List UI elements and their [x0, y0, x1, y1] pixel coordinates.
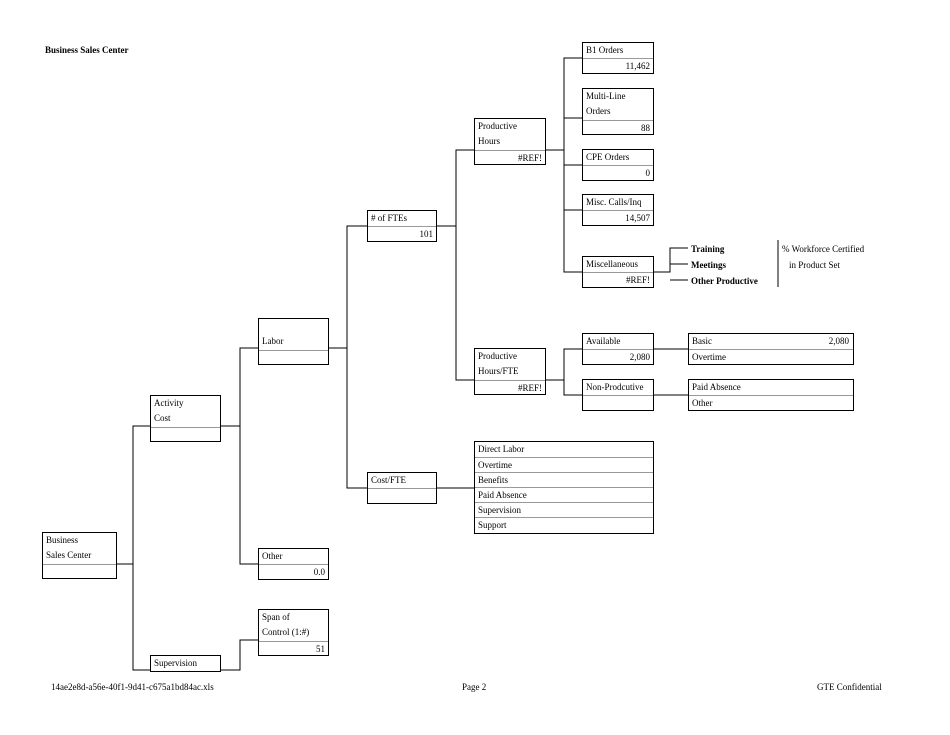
node-ftes[interactable]: # of FTEs 101 — [367, 210, 437, 242]
node-label: Miscellaneous — [586, 259, 638, 269]
node-label: Misc. Calls/Inq — [586, 197, 642, 207]
node-label: Hours/FTE — [478, 366, 519, 376]
node-value: 101 — [368, 226, 436, 241]
node-label: Supervision — [154, 658, 198, 668]
node-label: CPE Orders — [586, 152, 630, 162]
node-value: #REF! — [583, 272, 653, 287]
connector — [117, 425, 150, 565]
connector — [563, 380, 582, 396]
node-label: Other — [262, 551, 283, 561]
list-item: Support — [475, 517, 653, 532]
paid-absence-label: Paid Absence — [692, 382, 741, 392]
connector — [329, 225, 367, 349]
connector — [546, 348, 582, 381]
node-label: Productive — [478, 351, 517, 361]
node-supervision[interactable]: Supervision — [150, 655, 221, 672]
node-span-of-control[interactable]: Span of Control (1:#) 51 — [258, 609, 329, 656]
connector — [221, 347, 258, 427]
node-label: Labor — [262, 336, 284, 346]
cost-items-list: Direct Labor Overtime Benefits Paid Abse… — [474, 441, 654, 534]
list-item: Overtime — [475, 457, 653, 472]
node-value — [43, 564, 116, 579]
node-label: B1 Orders — [586, 45, 624, 55]
node-available[interactable]: Available 2,080 — [582, 333, 654, 365]
node-other[interactable]: Other 0.0 — [258, 548, 329, 580]
node-value — [259, 350, 328, 365]
basic-value: 2,080 — [828, 336, 849, 346]
node-basic-overtime[interactable]: Basic 2,080 Overtime — [688, 333, 854, 365]
node-value — [151, 427, 220, 442]
node-cpe-orders[interactable]: CPE Orders 0 — [582, 149, 654, 181]
footer-confidential: GTE Confidential — [817, 682, 882, 692]
node-multi-line-orders[interactable]: Multi-Line Orders 88 — [582, 88, 654, 135]
node-label: Cost/FTE — [371, 475, 407, 485]
connector — [221, 639, 258, 671]
node-label: Span of — [262, 612, 290, 622]
page-title: Business Sales Center — [45, 45, 129, 55]
node-label: Available — [586, 336, 621, 346]
node-cost-per-fte[interactable]: Cost/FTE — [367, 472, 437, 504]
note-line: % Workforce Certified — [782, 244, 865, 254]
node-label: Activity — [154, 398, 184, 408]
node-value: 14,507 — [583, 210, 653, 225]
node-productive-hours-per-fte[interactable]: Productive Hours/FTE #REF! — [474, 348, 546, 395]
breakdown-item-other-productive: Other Productive — [691, 276, 758, 286]
node-value: #REF! — [475, 150, 545, 165]
list-item: Direct Labor — [478, 444, 525, 454]
connector — [563, 58, 582, 273]
basic-label: Basic — [692, 336, 712, 346]
list-item: Supervision — [475, 502, 653, 517]
node-value — [368, 488, 436, 503]
node-miscellaneous[interactable]: Miscellaneous #REF! — [582, 256, 654, 288]
overtime-label: Overtime — [689, 349, 853, 364]
node-value: 2,080 — [583, 349, 653, 364]
node-business-sales-center[interactable]: Business Sales Center — [42, 532, 117, 579]
note-line: in Product Set — [789, 260, 840, 270]
node-label: Multi-Line — [586, 91, 626, 101]
np-other-label: Other — [689, 395, 853, 410]
connector — [654, 247, 688, 273]
node-label: # of FTEs — [371, 213, 407, 223]
node-label: Cost — [154, 413, 171, 423]
footer-page-number: Page 2 — [462, 682, 487, 692]
node-labor[interactable]: Labor — [258, 318, 329, 365]
node-value: 51 — [259, 641, 328, 656]
node-paid-absence-other[interactable]: Paid Absence Other — [688, 379, 854, 411]
breakdown-item-meetings: Meetings — [691, 260, 726, 270]
list-item: Paid Absence — [475, 487, 653, 502]
node-productive-hours[interactable]: Productive Hours #REF! — [474, 118, 546, 165]
connector — [239, 426, 258, 565]
node-value: 11,462 — [583, 58, 653, 73]
node-label: Non-Prodcutive — [586, 382, 644, 392]
node-value: 88 — [583, 120, 653, 135]
list-item: Benefits — [475, 472, 653, 487]
node-value: 0.0 — [259, 564, 328, 579]
node-value — [583, 395, 653, 410]
connector — [437, 149, 474, 227]
node-label: Sales Center — [46, 550, 92, 560]
connector — [455, 226, 474, 381]
misc-breakdown: Training Meetings Other Productive — [691, 241, 758, 289]
node-activity-cost[interactable]: Activity Cost — [150, 395, 221, 442]
connector — [346, 348, 367, 489]
connector — [132, 564, 150, 671]
node-b1-orders[interactable]: B1 Orders 11,462 — [582, 42, 654, 74]
node-non-productive[interactable]: Non-Prodcutive — [582, 379, 654, 411]
node-misc-calls[interactable]: Misc. Calls/Inq 14,507 — [582, 194, 654, 226]
footer-file-name: 14ae2e8d-a56e-40f1-9d41-c675a1bd84ac.xls — [51, 682, 214, 692]
node-value: #REF! — [475, 380, 545, 395]
basic-row: Basic 2,080 — [689, 334, 853, 349]
misc-note: % Workforce Certified in Product Set — [782, 241, 864, 273]
node-label: Productive — [478, 121, 517, 131]
node-value: 0 — [583, 165, 653, 180]
breakdown-item-training: Training — [691, 244, 725, 254]
node-label: Control (1:#) — [262, 627, 310, 637]
node-label: Orders — [586, 106, 611, 116]
node-label: Business — [46, 535, 79, 545]
node-label: Hours — [478, 136, 500, 146]
